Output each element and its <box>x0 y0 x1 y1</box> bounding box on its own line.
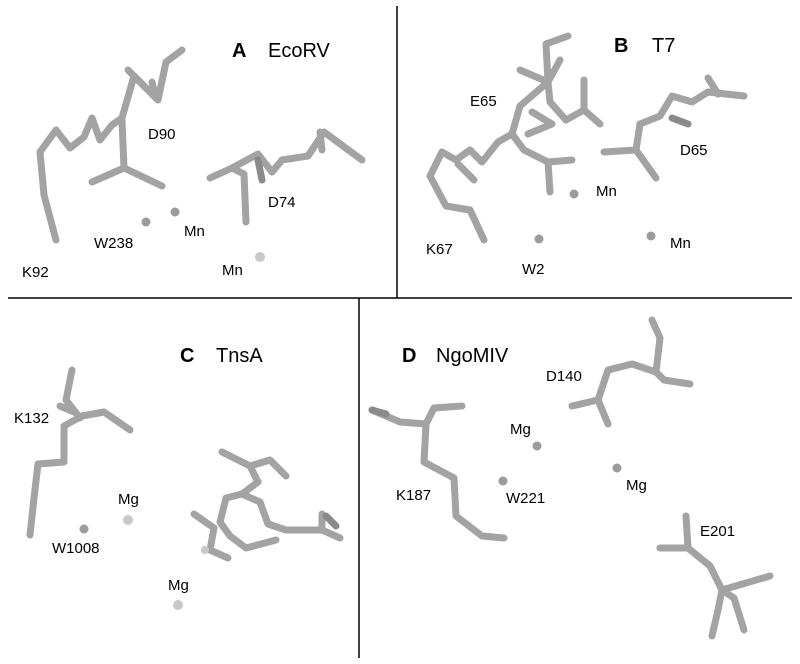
panel-a: A EcoRV D90 D74 K92 W238 Mn Mn <box>22 40 366 281</box>
panel-a-label-d74: D74 <box>268 194 296 211</box>
panel-c-k132-branch-stick <box>56 402 78 416</box>
panel-b-d65-carboxylate-stick <box>600 146 660 182</box>
panel-d-d140-upper-stick <box>648 316 664 376</box>
panel-c-hidden-atom <box>201 546 209 554</box>
panel-a-label-ion-1: Mn <box>184 223 205 240</box>
panel-b-d65-dark-stick <box>668 114 692 128</box>
panel-d-k187-dark-stick <box>368 406 390 418</box>
panel-c-right-chain-stick-2 <box>190 510 232 562</box>
panel-c-letter: C <box>180 345 194 367</box>
panel-a-label-k92: K92 <box>22 264 49 281</box>
panel-c-label-ion-1: Mg <box>118 491 139 508</box>
panel-b-e65-carboxylate-stick-2 <box>544 156 576 166</box>
panel-a-d90-carboxylate-stick-2 <box>120 164 166 190</box>
panel-c-k132-backbone-stick <box>26 408 134 539</box>
panel-d-e201-lower-stick <box>718 586 748 634</box>
panel-c-right-chain-stick-1 <box>216 462 262 540</box>
panel-a-d74-terminal-stick <box>316 128 326 154</box>
panel-b-e65-carboxylate-stick-1 <box>508 130 554 196</box>
panel-b-label-ion-2: Mn <box>670 235 691 252</box>
panel-a-d90-upper-stick <box>124 66 160 102</box>
panel-d-ion-atom-2 <box>612 463 622 473</box>
panel-d-label-ion-1: Mg <box>510 421 531 438</box>
panel-a-letter: A <box>232 40 246 62</box>
panel-d-d140-carboxylate-stick <box>568 396 612 428</box>
panel-d-residue-sticks <box>368 316 774 640</box>
panel-c-label-ion-2: Mg <box>168 577 189 594</box>
panel-b-e65-upper-stick <box>516 56 564 86</box>
panel-c-ion-atom-1 <box>123 515 133 525</box>
panel-d-e201-top-stick <box>682 512 692 552</box>
panel-b-k67-e65-backbone-stick <box>426 32 572 244</box>
panel-a-residue-sticks <box>36 46 366 244</box>
panel-a-label-w238: W238 <box>94 235 133 252</box>
panel-c-right-top-stick <box>218 448 290 480</box>
panel-a-d74-carboxyl-stick <box>254 156 266 184</box>
panel-d-d140-sidechain-stick <box>594 360 694 404</box>
panel-d-label-e201: E201 <box>700 523 735 540</box>
panel-d-label-k187: K187 <box>396 487 431 504</box>
panel-d-label-ion-2: Mg <box>626 477 647 494</box>
panel-d-k187-backbone-stick <box>422 402 466 428</box>
panel-d-label-d140: D140 <box>546 368 582 385</box>
panel-a-d74-sidechain-stick-2 <box>228 128 366 176</box>
panel-c-ion-atom-2 <box>173 600 183 610</box>
panel-d-k187-sidechain-stick <box>368 406 508 542</box>
panel-b-e65-branch-stick <box>580 76 604 128</box>
panel-c-residue-sticks <box>26 366 344 562</box>
panel-a-d74-sidechain-stick-1 <box>206 164 250 226</box>
panel-b-label-d65: D65 <box>680 142 708 159</box>
panel-a-water-atom <box>141 217 151 227</box>
panel-d-e201-sidechain-stick-1 <box>656 544 774 594</box>
panel-a-ion-atom-1 <box>170 207 180 217</box>
panel-d-ion-atom-1 <box>532 441 542 451</box>
panel-a-label-ion-2: Mn <box>222 262 243 279</box>
panel-d-label-w221: W221 <box>506 490 545 507</box>
panel-b-label-w2: W2 <box>522 261 545 278</box>
panel-c-right-lower-stick <box>226 532 280 552</box>
panel-b-water-atom <box>534 234 544 244</box>
panel-b-label-e65: E65 <box>470 93 497 110</box>
panel-d-title: NgoMIV <box>436 345 509 367</box>
panel-b-ion-atom-2 <box>646 231 656 241</box>
panel-c-right-dark-stick <box>322 512 340 530</box>
panel-b-d65-sidechain-stick <box>632 88 748 154</box>
panel-b: B T7 E65 D65 K67 W2 Mn Mn <box>426 32 748 278</box>
panel-a-label-d90: D90 <box>148 126 176 143</box>
panel-b-label-ion-1: Mn <box>596 183 617 200</box>
panel-b-ion-atom-1 <box>569 189 579 199</box>
panel-d: D NgoMIV D140 K187 E201 W221 Mg Mg <box>368 316 774 640</box>
panel-b-title: T7 <box>652 35 675 57</box>
panel-b-e65-mid-stick <box>544 78 588 124</box>
panel-d-letter: D <box>402 345 416 367</box>
panel-c-label-w1008: W1008 <box>52 540 100 557</box>
panel-b-label-k67: K67 <box>426 241 453 258</box>
panel-c-title: TnsA <box>216 345 263 367</box>
panel-a-ion-atom-2 <box>255 252 265 262</box>
panel-d-e201-carboxylate-stick <box>708 586 726 640</box>
panel-d-water-atom <box>498 476 508 486</box>
panel-c-water-atom <box>79 524 89 534</box>
panel-b-k67-branch-stick <box>454 160 478 184</box>
panel-b-residue-sticks <box>426 32 748 244</box>
panel-a-title: EcoRV <box>268 40 331 62</box>
panel-c: C TnsA K132 W1008 Mg Mg <box>14 345 344 610</box>
panel-a-k92-d90-backbone-stick <box>36 46 186 244</box>
panel-c-label-k132: K132 <box>14 410 49 427</box>
panel-b-letter: B <box>614 35 628 57</box>
panel-b-e65-ring-stick <box>524 108 556 138</box>
panel-b-d65-terminal-stick <box>704 74 722 98</box>
